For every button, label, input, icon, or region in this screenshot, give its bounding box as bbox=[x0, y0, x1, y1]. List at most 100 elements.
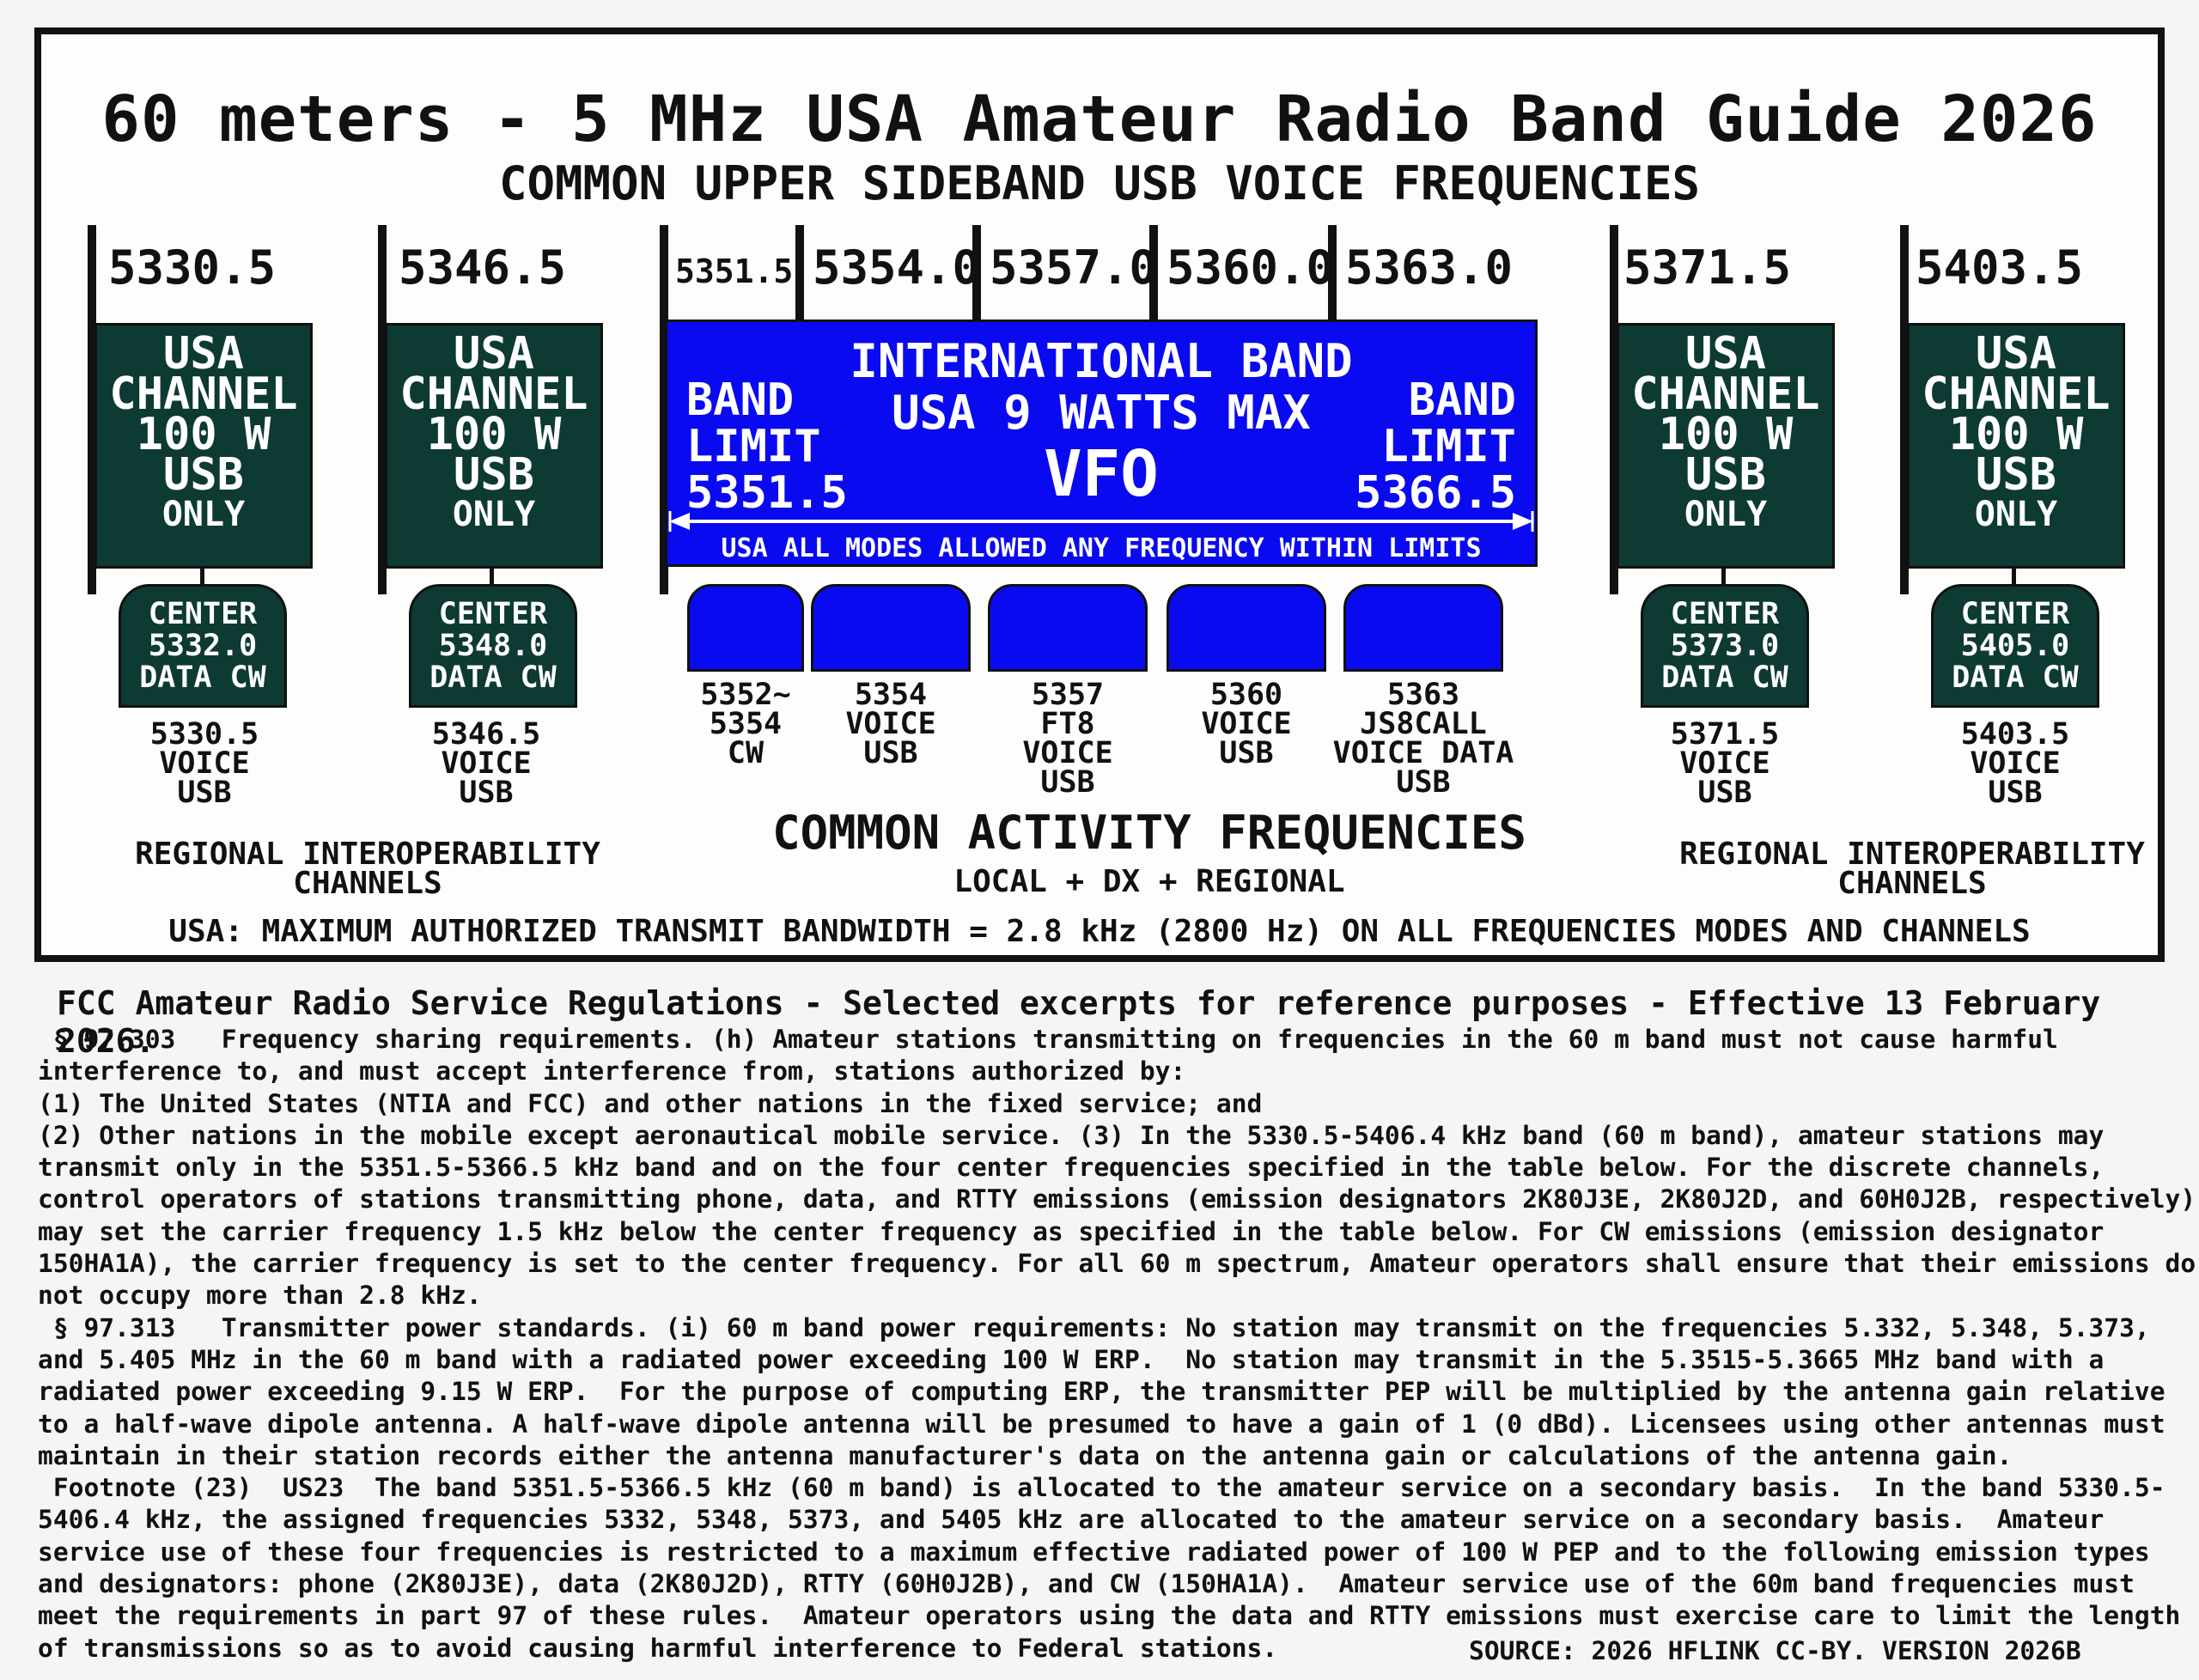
intl-power-limit: USA 9 WATTS MAX bbox=[892, 386, 1311, 440]
activity-caption: 5360 VOICE USB bbox=[1160, 680, 1332, 770]
caption-line: USB bbox=[459, 776, 514, 810]
channel-line: USB bbox=[1976, 449, 2056, 501]
reg-line: 150HA1A), the carrier frequency is set t… bbox=[38, 1249, 2196, 1279]
caption-line: 5371.5 bbox=[1670, 717, 1780, 752]
channel-line: 100 W bbox=[1948, 409, 2084, 460]
channel-pole bbox=[88, 225, 96, 594]
page-title: 60 meters - 5 MHz USA Amateur Radio Band… bbox=[101, 82, 2098, 156]
caption-line: VOICE DATA bbox=[1332, 736, 1514, 770]
reg-line: transmit only in the 5351.5-5366.5 kHz b… bbox=[38, 1153, 2105, 1183]
caption-line: VOICE bbox=[1022, 736, 1113, 770]
international-band-box: INTERNATIONAL BAND USA 9 WATTS MAX VFO B… bbox=[665, 320, 1538, 567]
reg-line: service use of these four frequencies is… bbox=[38, 1537, 2150, 1567]
channel-caption: 5346.5 VOICE USB bbox=[409, 717, 563, 810]
reg-line: and designators: phone (2K80J3E), data (… bbox=[38, 1569, 2135, 1599]
reg-line: control operators of stations transmitti… bbox=[38, 1184, 2196, 1214]
band-pole bbox=[1328, 225, 1337, 337]
reg-line: § 97.303 Frequency sharing requirements.… bbox=[38, 1025, 2058, 1054]
channel-line: ONLY bbox=[1974, 495, 2058, 534]
regional-line: CHANNELS bbox=[1837, 866, 1987, 901]
activity-caption: 5352~ 5354 CW bbox=[677, 680, 814, 770]
caption-line: 5354 bbox=[854, 678, 928, 712]
caption-line: 5403.5 bbox=[1960, 717, 2070, 752]
caption-line: USB bbox=[1988, 776, 2043, 810]
limit-line: 5366.5 bbox=[1355, 467, 1516, 519]
channel-box: USA CHANNEL 100 W USB ONLY bbox=[1617, 323, 1835, 569]
center-line: DATA CW bbox=[1952, 660, 2079, 695]
channel-caption: 5403.5 VOICE USB bbox=[1938, 717, 2092, 810]
caption-line: 5346.5 bbox=[431, 717, 541, 752]
caption-line: 5357 bbox=[1031, 678, 1105, 712]
center-line: CENTER bbox=[148, 597, 258, 631]
regional-line: REGIONAL INTEROPERABILITY bbox=[1679, 837, 2145, 872]
caption-line: USB bbox=[177, 776, 232, 810]
caption-line: VOICE bbox=[845, 707, 936, 741]
center-line: CENTER bbox=[1960, 597, 2070, 631]
center-line: 5332.0 bbox=[148, 629, 258, 663]
activity-box-cw bbox=[687, 584, 804, 672]
reg-line: 5406.4 kHz, the assigned frequencies 533… bbox=[38, 1505, 2105, 1535]
reg-line: to a half-wave dipole antenna. A half-wa… bbox=[38, 1409, 2165, 1439]
regulations-title: FCC Amateur Radio Service Regulations - … bbox=[57, 984, 2101, 1060]
limit-line: 5351.5 bbox=[686, 467, 848, 519]
center-freq-box: CENTER 5373.0 DATA CW bbox=[1641, 584, 1809, 708]
channel-line: CHANNEL bbox=[1631, 368, 1820, 420]
channel-line: ONLY bbox=[1684, 495, 1768, 534]
activity-caption: 5354 VOICE USB bbox=[805, 678, 977, 770]
activity-caption: 5357 FT8 VOICE USB bbox=[982, 678, 1154, 800]
all-modes-note: USA ALL MODES ALLOWED ANY FREQUENCY WITH… bbox=[721, 533, 1482, 563]
caption-line: VOICE bbox=[1970, 746, 2061, 781]
regional-line: CHANNELS bbox=[293, 866, 442, 901]
band-frequency: 5351.5 bbox=[675, 253, 794, 290]
caption-line: USB bbox=[1697, 776, 1752, 810]
limit-line: BAND bbox=[1408, 374, 1516, 426]
channel-line: USB bbox=[454, 449, 534, 501]
activity-heading: COMMON ACTIVITY FREQUENCIES bbox=[772, 806, 1526, 860]
channel-pole bbox=[1900, 225, 1909, 594]
caption-line: CW bbox=[727, 736, 764, 770]
regulations-text: § 97.303 Frequency sharing requirements.… bbox=[38, 1024, 2196, 1665]
center-freq-box: CENTER 5405.0 DATA CW bbox=[1931, 584, 2099, 708]
channel-pole bbox=[1610, 225, 1618, 594]
reg-line: Footnote (23) US23 The band 5351.5-5366.… bbox=[38, 1473, 2165, 1503]
center-line: 5348.0 bbox=[438, 629, 548, 663]
channel-box: USA CHANNEL 100 W USB ONLY bbox=[385, 323, 603, 569]
center-line: DATA CW bbox=[1661, 660, 1788, 695]
reg-line: interference to, and must accept interfe… bbox=[38, 1056, 1186, 1087]
activity-box-5363 bbox=[1343, 584, 1503, 672]
caption-line: VOICE bbox=[159, 746, 250, 781]
regional-label-left: REGIONAL INTEROPERABILITY CHANNELS bbox=[93, 839, 643, 901]
reg-line: of transmissions so as to avoid causing … bbox=[38, 1633, 1278, 1663]
band-pole bbox=[1149, 225, 1158, 337]
channel-box: USA CHANNEL 100 W USB ONLY bbox=[94, 323, 313, 569]
limit-line: LIMIT bbox=[686, 421, 821, 472]
caption-line: USB bbox=[1219, 736, 1274, 770]
upper-band-limit: BAND LIMIT 5366.5 bbox=[1355, 377, 1516, 516]
reg-line: not occupy more than 2.8 kHz. bbox=[38, 1281, 482, 1311]
channel-caption: 5371.5 VOICE USB bbox=[1648, 717, 1802, 810]
caption-line: FT8 bbox=[1040, 707, 1095, 741]
center-line: CENTER bbox=[1670, 597, 1780, 631]
center-line: 5373.0 bbox=[1670, 629, 1780, 663]
caption-line: USB bbox=[1396, 765, 1451, 800]
activity-box-5354 bbox=[811, 584, 971, 672]
channel-line: 100 W bbox=[426, 409, 562, 460]
channel-line: 100 W bbox=[1658, 409, 1794, 460]
reg-line: § 97.313 Transmitter power standards. (i… bbox=[38, 1312, 2150, 1342]
channel-line: USA bbox=[454, 328, 534, 380]
center-line: CENTER bbox=[438, 597, 548, 631]
band-frequency: 5360.0 bbox=[1167, 240, 1335, 295]
page-subtitle: COMMON UPPER SIDEBAND USB VOICE FREQUENC… bbox=[499, 156, 1700, 210]
center-freq-box: CENTER 5332.0 DATA CW bbox=[119, 584, 287, 708]
channel-frequency: 5346.5 bbox=[399, 240, 567, 295]
vfo-label: VFO bbox=[1044, 437, 1159, 511]
caption-line: USB bbox=[1040, 765, 1095, 800]
caption-line: USB bbox=[863, 736, 918, 770]
caption-line: 5354 bbox=[709, 707, 783, 741]
caption-line: 5330.5 bbox=[149, 717, 259, 752]
reg-line: (1) The United States (NTIA and FCC) and… bbox=[38, 1088, 1263, 1118]
channel-line: CHANNEL bbox=[1922, 368, 2111, 420]
band-pole bbox=[660, 225, 668, 594]
band-pole bbox=[795, 225, 804, 337]
caption-line: VOICE bbox=[1679, 746, 1770, 781]
